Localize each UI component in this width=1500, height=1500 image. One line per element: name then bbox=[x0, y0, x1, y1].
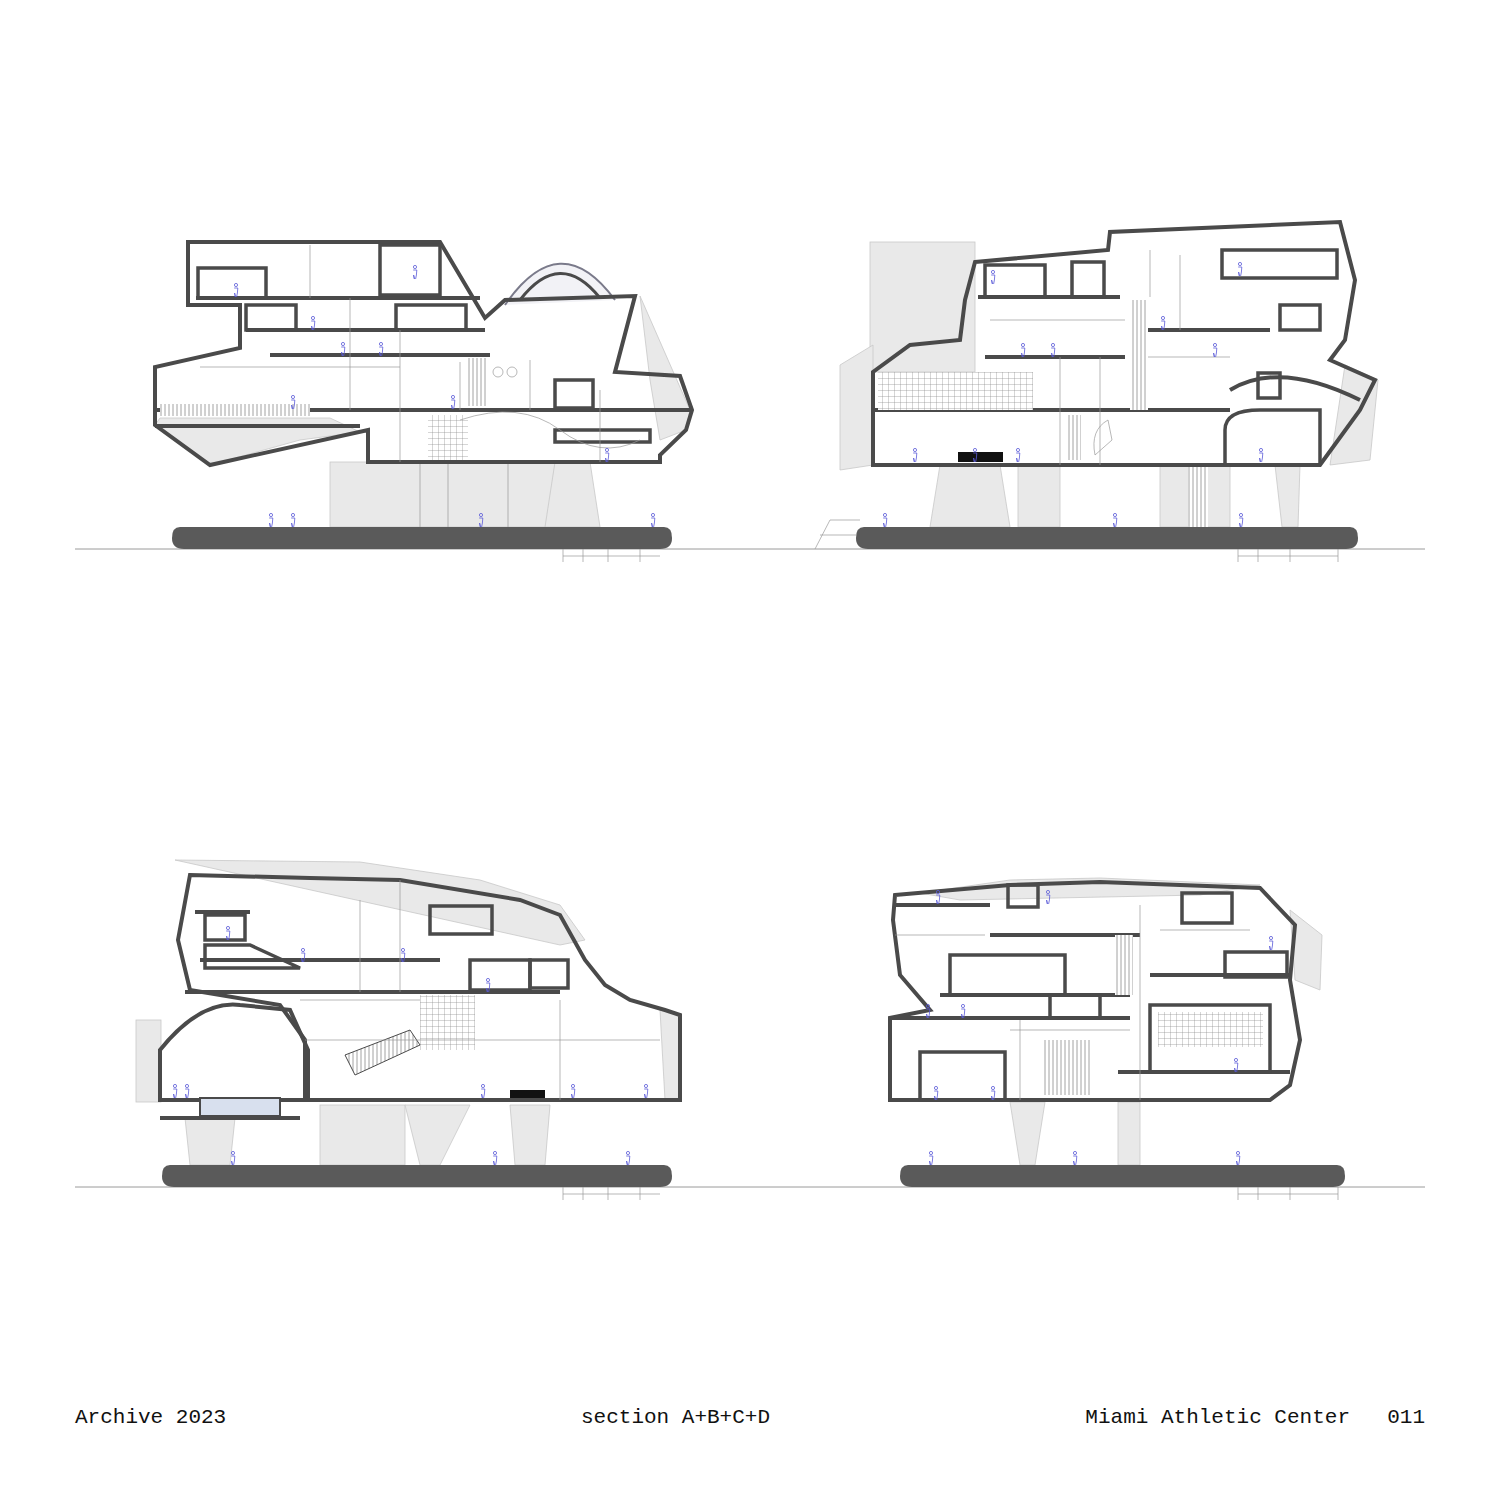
section-c bbox=[75, 860, 750, 1200]
section-b bbox=[750, 222, 1425, 562]
section-d bbox=[750, 878, 1425, 1200]
sheet-footer-text: section A+B+C+D bbox=[581, 1407, 770, 1428]
sheet-footer-text: Archive 2023 bbox=[75, 1407, 226, 1428]
sheet-footer-text: 011 bbox=[1387, 1407, 1425, 1428]
sheet-footer-text: Miami Athletic Center bbox=[1085, 1407, 1350, 1428]
section-a bbox=[75, 242, 750, 562]
